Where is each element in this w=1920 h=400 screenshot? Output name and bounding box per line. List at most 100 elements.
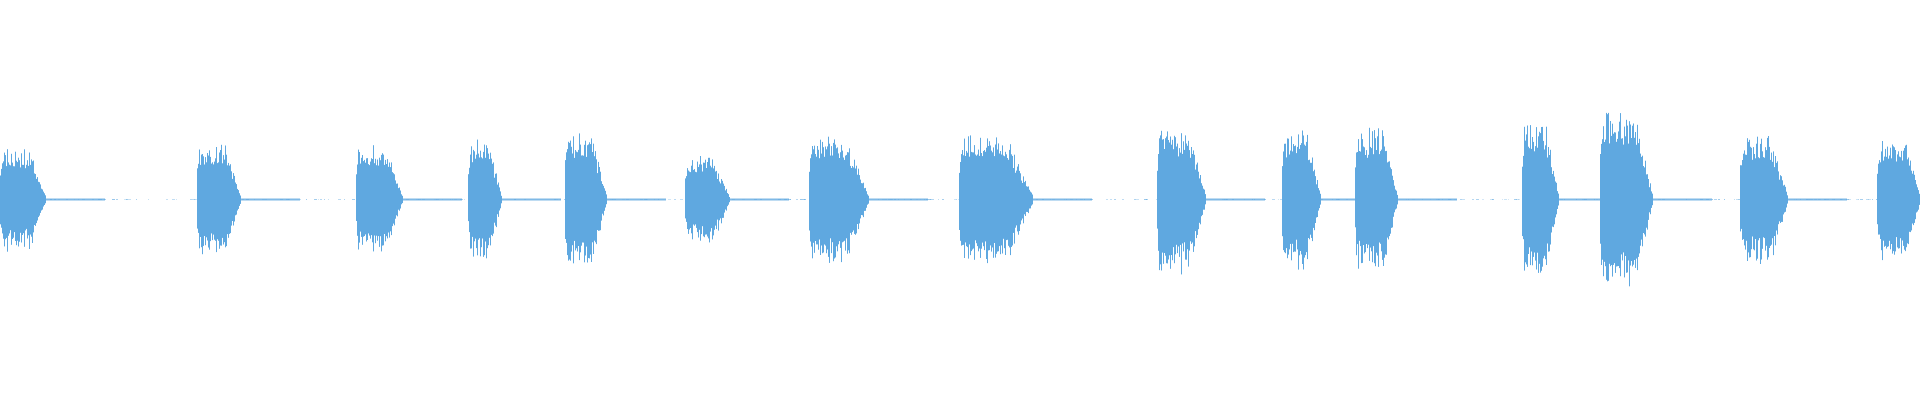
waveform-sample <box>358 149 359 250</box>
waveform-sample <box>1555 181 1556 218</box>
waveform-sample <box>969 156 970 245</box>
waveform-sample <box>1380 151 1381 244</box>
waveform-sample <box>393 173 394 224</box>
waveform-sample <box>818 149 819 250</box>
waveform-sample <box>5 155 6 240</box>
waveform-sample <box>1548 147 1549 252</box>
waveform-sample <box>1638 143 1639 257</box>
waveform-sample <box>1372 131 1373 263</box>
waveform-noise-segment <box>1848 199 1851 200</box>
waveform-sample <box>1283 151 1284 251</box>
waveform-sample <box>1004 156 1005 249</box>
waveform-sample <box>1196 164 1197 239</box>
waveform-sample <box>1527 125 1528 267</box>
waveform-noise-segment <box>1482 199 1484 200</box>
waveform-sample <box>813 149 814 243</box>
waveform-sample <box>1360 151 1361 247</box>
waveform-sample <box>1288 138 1289 255</box>
waveform-sample <box>828 136 829 257</box>
waveform-sample <box>596 159 597 245</box>
waveform-sample <box>997 149 998 252</box>
waveform-sample <box>1305 145 1306 256</box>
waveform-sample <box>32 161 33 243</box>
waveform-sample <box>685 178 686 219</box>
waveform-sample <box>1523 155 1524 240</box>
waveform-sample <box>362 155 363 245</box>
waveform-sample <box>1761 138 1762 260</box>
waveform-sample <box>857 174 858 224</box>
waveform-sample <box>728 194 729 205</box>
waveform-sample <box>217 163 218 240</box>
waveform-sample <box>1601 143 1602 265</box>
waveform-sample <box>698 167 699 238</box>
waveform-noise-segment <box>1516 199 1519 200</box>
waveform-sample <box>1556 182 1557 215</box>
waveform-sample <box>1642 155 1643 247</box>
waveform-sample <box>1610 121 1611 267</box>
waveform-sample <box>1193 150 1194 252</box>
waveform-sample <box>479 157 480 239</box>
waveform-sample <box>1367 157 1368 249</box>
waveform-sample <box>1903 150 1904 246</box>
waveform-noise-segment <box>124 199 127 200</box>
waveform-noise-segment <box>190 199 192 200</box>
waveform-sample <box>849 148 850 254</box>
waveform-sample <box>1175 137 1176 255</box>
waveform-sample <box>695 171 696 225</box>
waveform-sample <box>1308 160 1309 238</box>
waveform-sample <box>487 148 488 249</box>
waveform-sample <box>356 174 357 221</box>
waveform-sample <box>1177 143 1178 254</box>
waveform-sample <box>980 137 981 258</box>
waveform-sample <box>998 143 999 252</box>
waveform-sample <box>1886 156 1887 249</box>
waveform-sample <box>43 191 44 207</box>
waveform-sample <box>1310 162 1311 235</box>
waveform-sample <box>7 149 8 252</box>
waveform-sample <box>1911 170 1912 231</box>
waveform-sample <box>1010 144 1011 256</box>
waveform-sample <box>1895 150 1896 252</box>
waveform-noise-segment <box>306 199 307 200</box>
waveform-sample <box>1538 136 1539 273</box>
waveform-sample <box>1309 159 1310 240</box>
waveform-sample <box>1382 130 1383 260</box>
waveform-sample <box>232 178 233 221</box>
waveform-sample <box>1751 147 1752 250</box>
waveform-sample <box>840 152 841 248</box>
waveform-sample <box>962 150 963 246</box>
waveform-sample <box>1289 154 1290 250</box>
waveform-sample <box>591 138 592 262</box>
waveform-sample <box>204 164 205 236</box>
waveform-noise-segment <box>954 199 956 200</box>
waveform-sample <box>592 152 593 243</box>
waveform-sample <box>1534 151 1535 253</box>
waveform-sample <box>1533 141 1534 257</box>
waveform-sample <box>971 151 972 252</box>
waveform-sample <box>603 185 604 216</box>
waveform-sample <box>488 153 489 246</box>
waveform-noise-segment <box>788 199 791 200</box>
waveform-noise-segment <box>1736 199 1738 200</box>
waveform-sample <box>690 172 691 228</box>
waveform-sample <box>1557 191 1558 209</box>
waveform-sample <box>1602 139 1603 260</box>
waveform-sample <box>1307 134 1308 260</box>
waveform-noise-segment <box>1856 199 1859 200</box>
waveform-sample <box>1779 179 1780 222</box>
waveform-sample <box>475 158 476 239</box>
waveform-sample <box>1898 151 1899 249</box>
waveform-sample <box>1918 190 1919 210</box>
waveform-sample <box>590 144 591 255</box>
waveform-sample <box>363 161 364 237</box>
waveform-sample <box>1391 169 1392 228</box>
waveform-tail <box>45 198 105 201</box>
waveform-tail <box>402 198 462 201</box>
waveform-sample <box>577 152 578 252</box>
waveform-sample <box>235 182 236 216</box>
waveform-sample <box>1881 151 1882 251</box>
waveform-sample <box>571 146 572 252</box>
waveform-sample <box>212 162 213 241</box>
